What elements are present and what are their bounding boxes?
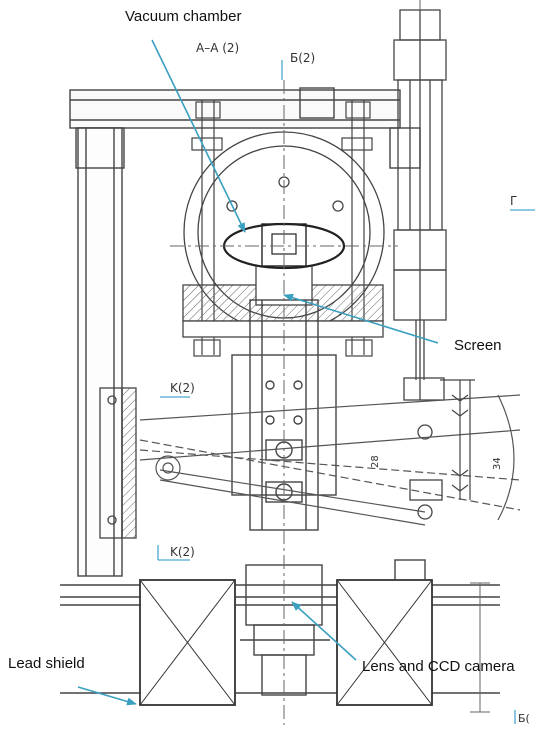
center-lines xyxy=(170,0,421,725)
central-tube xyxy=(231,299,337,531)
section-b-bottom-label: Б( xyxy=(518,712,530,725)
section-aa-label: A–A (2) xyxy=(196,41,239,55)
screen-arrow xyxy=(283,293,439,344)
section-markers xyxy=(157,60,535,724)
right-jack-column xyxy=(393,9,447,520)
screen-callout: Screen xyxy=(454,337,502,354)
section-k-upper-label: K(2) xyxy=(170,381,195,395)
lead-shield-arrow xyxy=(77,686,137,706)
dimension-right xyxy=(470,582,490,713)
dimension-34-label: 34 xyxy=(492,457,503,470)
lead-shield-callout: Lead shield xyxy=(8,655,85,672)
vacuum-chamber-callout: Vacuum chamber xyxy=(125,8,242,25)
section-k-lower-label: K(2) xyxy=(170,545,195,559)
dimension-28-label: 28 xyxy=(370,455,381,468)
lead-shield-blocks xyxy=(139,579,433,706)
frame-structure xyxy=(60,87,500,694)
lens-ccd-callout: Lens and CCD camera xyxy=(362,658,515,675)
callout-arrows xyxy=(77,39,439,706)
clamp-plate xyxy=(182,264,384,338)
vacuum-chamber-arrow xyxy=(151,39,246,233)
lens-ccd-arrow xyxy=(291,601,357,661)
jack-chain xyxy=(440,379,475,500)
section-g-label: Г xyxy=(510,194,517,208)
left-bracket xyxy=(99,387,137,539)
section-b-top-label: Б(2) xyxy=(290,51,315,65)
